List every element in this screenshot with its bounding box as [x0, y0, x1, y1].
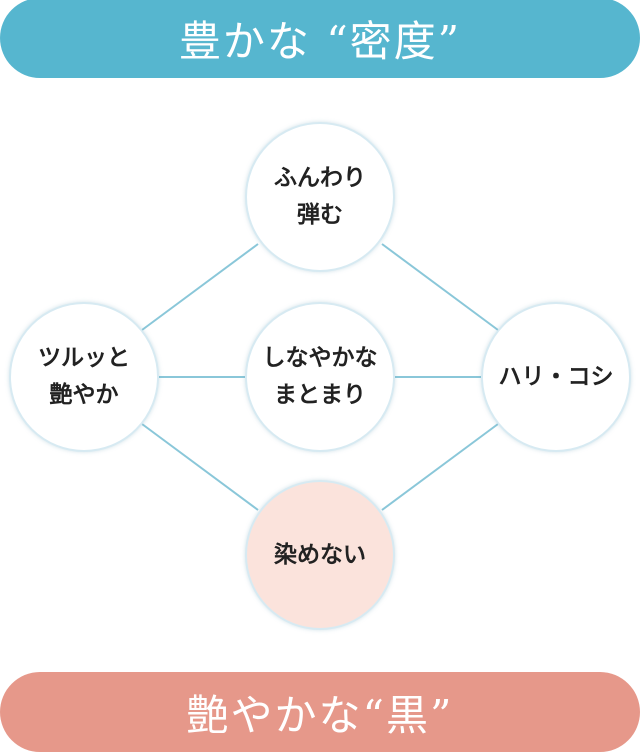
node-bottom: 染めない — [245, 480, 395, 630]
node-bottom-label: 染めない — [274, 541, 366, 568]
connector-top-right — [381, 243, 499, 331]
connector-top-left — [141, 243, 259, 331]
bottom-banner-title: 艶やかな“黒” — [186, 690, 454, 740]
top-banner-title: 豊かな “密度” — [178, 16, 462, 66]
node-left: ツルッと 艶やか — [9, 302, 159, 452]
bottom-banner: 艶やかな“黒” — [0, 672, 640, 752]
node-right-label: ハリ・コシ — [498, 363, 614, 390]
connector-right-bottom — [381, 423, 499, 511]
node-top: ふんわり 弾む — [245, 122, 395, 272]
node-center-label: しなやかな まとまり — [262, 345, 378, 408]
connector-left-bottom — [141, 423, 259, 511]
node-left-label: ツルッと 艶やか — [38, 345, 130, 408]
node-center: しなやかな まとまり — [245, 302, 395, 452]
node-right: ハリ・コシ — [481, 302, 631, 452]
node-top-label: ふんわり 弾む — [274, 165, 366, 228]
top-banner: 豊かな “密度” — [0, 0, 640, 78]
